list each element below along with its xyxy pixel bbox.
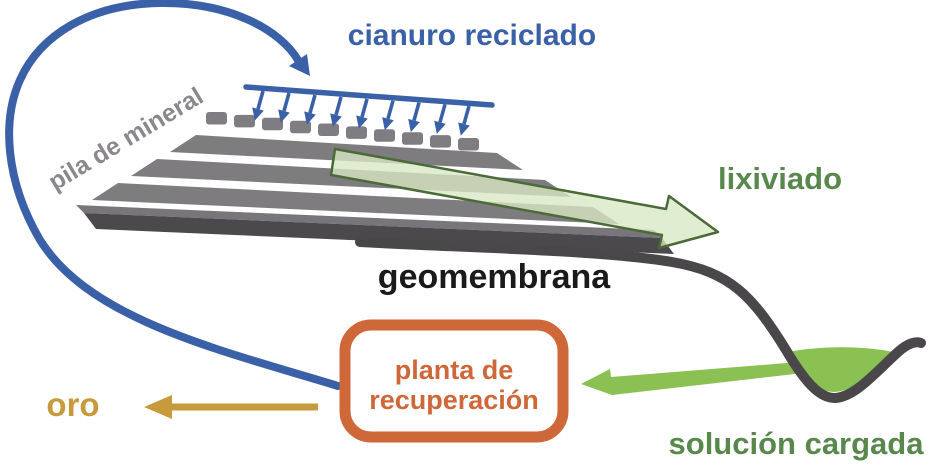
ore-dash bbox=[346, 126, 367, 139]
ore-dash bbox=[318, 123, 339, 136]
recovery-plant-label-line1: planta de bbox=[395, 355, 514, 385]
ore-dash bbox=[234, 114, 255, 128]
drip-arrow bbox=[250, 89, 266, 123]
label-gold: oro bbox=[46, 386, 99, 423]
gold-arrowhead-icon bbox=[144, 395, 172, 419]
leachate-arrow bbox=[329, 147, 720, 250]
recycle-loop-arrow bbox=[5, 0, 342, 390]
drip-arrow bbox=[302, 93, 318, 127]
label-loaded-solution: solución cargada bbox=[669, 426, 925, 461]
ore-dash bbox=[402, 132, 423, 145]
drip-arrow bbox=[328, 95, 344, 129]
recovery-plant-label-line2: recuperación bbox=[369, 385, 539, 415]
ore-dash bbox=[374, 129, 395, 142]
label-geomembrane: geomembrana bbox=[378, 258, 611, 296]
drip-arrow bbox=[354, 97, 370, 131]
ore-dash bbox=[262, 117, 283, 131]
ore-dash bbox=[430, 135, 451, 148]
ore-base-top bbox=[76, 205, 662, 238]
ore-dash bbox=[206, 112, 227, 125]
ore-dash bbox=[458, 138, 479, 151]
drip-arrow bbox=[406, 100, 422, 134]
sprinkler-system bbox=[243, 84, 495, 138]
label-recycled-cyanide: cianuro reciclado bbox=[348, 19, 596, 52]
drip-arrow bbox=[276, 91, 292, 125]
label-leachate: lixiviado bbox=[718, 161, 842, 196]
drip-arrow bbox=[380, 98, 396, 133]
sprinkler-line bbox=[243, 84, 495, 108]
ore-layer-bottom bbox=[92, 183, 619, 224]
solution-arrow bbox=[581, 361, 812, 395]
geomembrane-line bbox=[355, 237, 926, 403]
ore-base-front bbox=[84, 213, 674, 254]
recycle-loop-path bbox=[5, 0, 342, 390]
recycle-arrowhead-icon bbox=[289, 54, 310, 76]
drip-arrow bbox=[456, 104, 472, 138]
drip-arrow bbox=[432, 102, 448, 136]
recovery-plant-box bbox=[339, 319, 569, 443]
gold-arrow bbox=[144, 395, 318, 419]
label-ore-pile: pila de mineral bbox=[44, 82, 208, 196]
